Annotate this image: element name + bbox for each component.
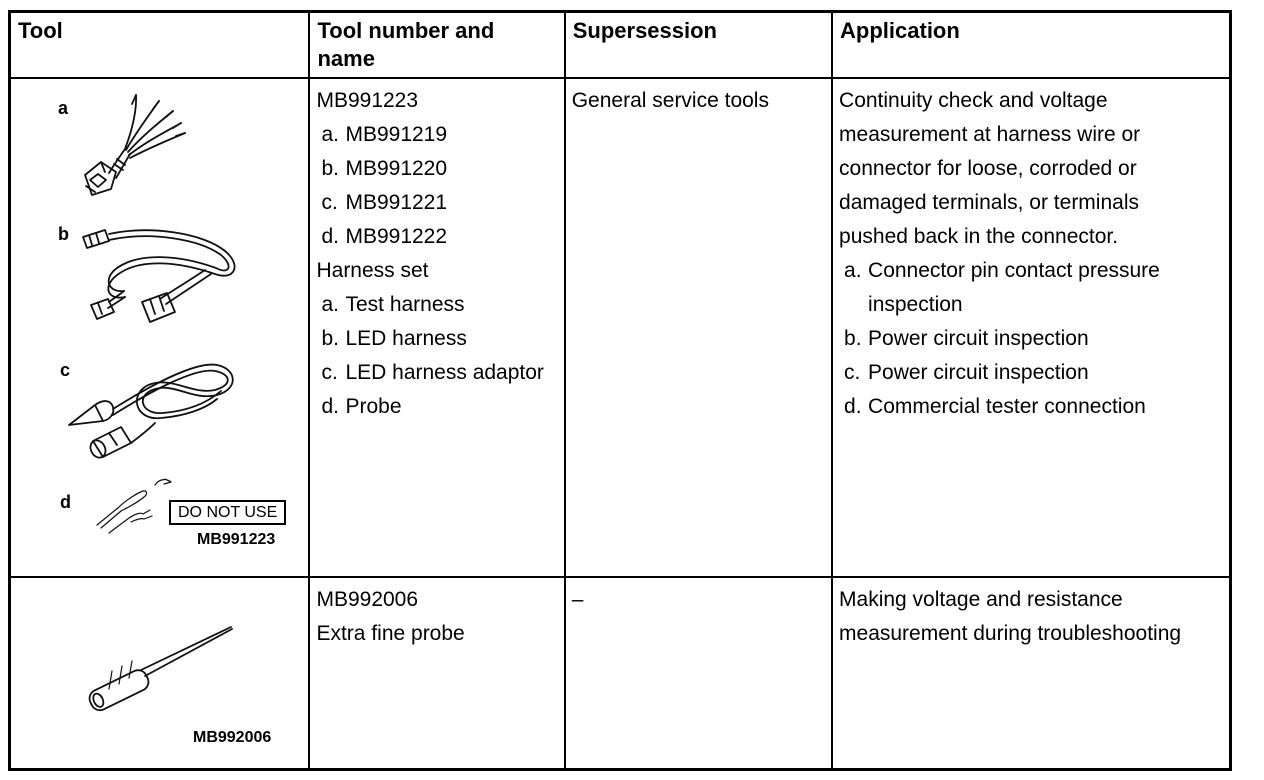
application-intro: Making voltage and resistance measuremen… <box>839 588 1182 645</box>
list-item: b. LED harness <box>321 322 549 356</box>
list-item: b. MB991220 <box>321 152 549 186</box>
figure-label-a: a <box>58 98 69 118</box>
list-marker: c. <box>321 191 338 214</box>
list-item: a. Connector pin contact pressure inspec… <box>844 254 1209 322</box>
test-harness-illustration <box>84 94 186 196</box>
list-marker: a. <box>321 293 339 316</box>
supersession-cell: General service tools <box>565 79 834 578</box>
do-not-use-badge: DO NOT USE <box>169 500 287 525</box>
list-text: MB991222 <box>345 225 448 248</box>
header-cell-tool-number: Tool number and name <box>310 13 566 79</box>
application-cell: Making voltage and resistance measuremen… <box>833 578 1229 768</box>
tool-part-name-list: a. Test harness b. LED harness c. LED ha… <box>316 288 549 424</box>
list-item: a. Test harness <box>321 288 549 322</box>
tool-number-cell: MB992006 Extra fine probe <box>310 578 566 768</box>
list-text: MB991219 <box>345 123 448 146</box>
figure-label-d: d <box>60 492 71 512</box>
list-text: Power circuit inspection <box>868 327 1089 350</box>
supersession-cell: – <box>566 578 834 768</box>
list-text: LED harness <box>345 327 467 350</box>
list-item: d. Commercial tester connection <box>844 390 1209 424</box>
supersession-text: General service tools <box>571 89 769 112</box>
table-header-row: Tool Tool number and name Supersession A… <box>11 13 1229 79</box>
extra-fine-probe-illustration <box>88 626 233 712</box>
list-item: c. MB991221 <box>321 186 549 220</box>
tool-number-title: MB992006 <box>316 588 419 611</box>
list-item: a. MB991219 <box>321 118 549 152</box>
figure-caption-mb992006: MB992006 <box>193 729 272 746</box>
tool-number-cell: MB991223 a. MB991219 b. MB991220 c. MB99… <box>310 79 566 578</box>
list-text: Connector pin contact pressure inspectio… <box>868 259 1160 316</box>
list-text: Commercial tester connection <box>868 395 1146 418</box>
table-row-mb991223: a <box>11 79 1229 578</box>
list-marker: b. <box>321 157 339 180</box>
supersession-text: – <box>571 588 584 611</box>
header-cell-tool: Tool <box>11 13 311 79</box>
tool-part-number-list: a. MB991219 b. MB991220 c. MB991221 d. M… <box>316 118 549 254</box>
led-harness-illustration <box>82 229 236 323</box>
list-item: b. Power circuit inspection <box>844 322 1209 356</box>
list-item: c. Power circuit inspection <box>844 356 1209 390</box>
list-item: d. MB991222 <box>321 220 549 254</box>
table-row-mb992006: MB992006 MB992006 Extra fine probe – Mak… <box>11 578 1229 768</box>
tool-set-name: Harness set <box>316 259 429 282</box>
list-marker: c. <box>844 361 861 384</box>
probe-illustration <box>96 478 172 534</box>
tool-number-title: MB991223 <box>316 89 419 112</box>
list-marker: a. <box>844 259 862 282</box>
list-marker: d. <box>321 225 339 248</box>
led-harness-adaptor-illustration <box>68 363 234 459</box>
figure-label-c: c <box>60 360 71 380</box>
list-marker: a. <box>321 123 339 146</box>
list-text: MB991221 <box>345 191 448 214</box>
list-marker: b. <box>321 327 339 350</box>
figure-label-b: b <box>58 224 69 244</box>
application-intro: Continuity check and voltage measurement… <box>839 89 1141 248</box>
list-text: Power circuit inspection <box>868 361 1089 384</box>
list-marker: c. <box>321 361 338 384</box>
tool-illustration-cell: a <box>11 79 311 578</box>
list-text: MB991220 <box>345 157 448 180</box>
header-cell-application: Application <box>833 13 1229 79</box>
tool-set-name: Extra fine probe <box>316 622 465 645</box>
list-marker: d. <box>844 395 862 418</box>
application-list: a. Connector pin contact pressure inspec… <box>839 254 1209 424</box>
header-cell-supersession: Supersession <box>565 13 834 79</box>
list-marker: d. <box>321 395 339 418</box>
special-tools-table: Tool Tool number and name Supersession A… <box>8 10 1232 771</box>
list-item: c. LED harness adaptor <box>321 356 549 390</box>
figure-caption-mb991223: MB991223 <box>197 531 276 548</box>
list-text: Probe <box>345 395 402 418</box>
list-marker: b. <box>844 327 862 350</box>
tool-illustration-cell: MB992006 <box>11 578 311 768</box>
list-item: d. Probe <box>321 390 549 424</box>
list-text: Test harness <box>345 293 465 316</box>
application-cell: Continuity check and voltage measurement… <box>833 79 1229 578</box>
list-text: LED harness adaptor <box>345 361 544 384</box>
